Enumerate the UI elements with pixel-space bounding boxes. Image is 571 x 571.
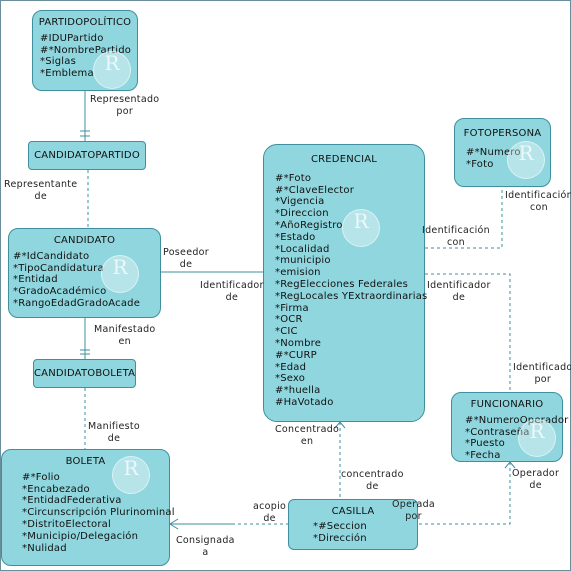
attribute: *Fecha (465, 450, 501, 462)
attribute: #HaVotado (275, 396, 334, 408)
attribute: *Entidad (13, 274, 58, 286)
attribute: *Puesto (465, 438, 505, 450)
attribute: *Dirección (313, 532, 367, 544)
attribute: *RegLocales YExtraordinarias (275, 290, 428, 302)
attribute: *Vigencia (275, 196, 325, 208)
watermark-logo: R (101, 255, 139, 293)
attribute: #*CURP (275, 349, 317, 361)
attribute: *Nombre (275, 337, 322, 349)
entity-candidatoboleta[interactable]: CANDIDATOBOLETA (33, 359, 136, 388)
attribute: *GradoAcadémico (13, 286, 107, 298)
attribute: #*NombrePartido (40, 44, 132, 56)
attribute: *Nulidad (22, 542, 67, 554)
attribute-list: *#Seccion *Dirección (289, 518, 417, 545)
entity-title: CANDIDATOPARTIDO (34, 150, 140, 161)
attribute: *Sexo (275, 373, 306, 385)
attribute: *emision (275, 267, 321, 279)
entity-fotopersona[interactable]: R FOTOPERSONA #*Numero *Foto (454, 118, 551, 187)
attribute: #*NumeroOperador (465, 414, 569, 426)
entity-casilla[interactable]: CASILLA *#Seccion *Dirección (288, 499, 418, 550)
attribute: *Direccion (275, 208, 329, 220)
attribute: #*huella (275, 385, 321, 397)
attribute: #IDUPartido (40, 32, 104, 44)
attribute: #*Numero (466, 146, 521, 158)
watermark-logo: R (518, 419, 556, 457)
attribute: *DistritoElectoral (22, 518, 111, 530)
attribute: *Estado (275, 231, 316, 243)
attribute: #*Folio (22, 471, 60, 483)
attribute: *municipio (275, 255, 331, 267)
watermark-logo: R (93, 51, 131, 89)
line-credencial-funcionario (425, 273, 511, 392)
attribute: *Municipio/Delegación (22, 530, 139, 542)
attribute: *Edad (275, 361, 307, 373)
entity-title: FUNCIONARIO (470, 399, 544, 410)
attribute: *Siglas (40, 56, 76, 68)
attribute-list: #IDUPartido #*NombrePartido *Siglas *Emb… (33, 29, 137, 80)
attribute: *Firma (275, 302, 309, 314)
entity-title: CANDIDATOBOLETA (34, 368, 136, 379)
attribute-list: #*Foto #*ClaveElector *Vigencia *Direcci… (264, 166, 428, 409)
entity-credencial[interactable]: R CREDENCIAL #*Foto #*ClaveElector *Vige… (263, 144, 428, 422)
entity-partidopolitico[interactable]: R PARTIDOPOLÍTICO #IDUPartido #*NombrePa… (32, 10, 138, 91)
attribute: *Emblema (40, 68, 94, 80)
attribute-list: #*NumeroOperador *Contraseña *Puesto *Fe… (452, 411, 569, 462)
entity-boleta[interactable]: R BOLETA #*Folio *Encabezado *EntidadFed… (1, 449, 175, 566)
attribute: *Circunscripción Plurinominal (22, 507, 175, 519)
line-funcionario-casilla (418, 462, 511, 525)
attribute: #*ClaveElector (275, 184, 355, 196)
attribute: *RangoEdadGradoAcade (13, 297, 141, 309)
entity-funcionario[interactable]: R FUNCIONARIO #*NumeroOperador *Contrase… (451, 392, 569, 462)
attribute-list: #*Folio *Encabezado *EntidadFederativa *… (2, 468, 175, 555)
attribute: *AñoRegistro (275, 219, 343, 231)
attribute: *Encabezado (22, 483, 90, 495)
attribute-list: #*Numero *Foto (455, 140, 550, 171)
watermark-logo: R (112, 456, 150, 494)
attribute: *#Seccion (313, 520, 367, 532)
watermark-logo: R (507, 141, 545, 179)
attribute: *Localidad (275, 243, 330, 255)
attribute: #*Foto (275, 172, 312, 184)
attribute: *OCR (275, 314, 303, 326)
entity-title: CREDENCIAL (310, 154, 378, 165)
attribute: *RegElecciones Federales (275, 278, 409, 290)
attribute: *CIC (275, 326, 298, 338)
entity-title: CASILLA (331, 506, 375, 517)
attribute: *TipoCandidatura (13, 262, 104, 274)
entity-title: FOTOPERSONA (463, 128, 542, 139)
attribute: #*IdCandidato (13, 250, 90, 262)
entity-title: BOLETA (65, 456, 106, 467)
entity-candidato[interactable]: R CANDIDATO #*IdCandidato *TipoCandidatu… (8, 228, 161, 318)
attribute: *Contraseña (465, 426, 530, 438)
attribute-list: #*IdCandidato *TipoCandidatura *Entidad … (9, 247, 160, 310)
attribute: *Foto (466, 158, 494, 170)
entity-title: PARTIDOPOLÍTICO (38, 17, 132, 28)
entity-title: CANDIDATO (53, 235, 116, 246)
attribute: *EntidadFederativa (22, 495, 122, 507)
entity-candidatopartido[interactable]: CANDIDATOPARTIDO (28, 141, 146, 170)
watermark-logo: R (342, 209, 380, 247)
line-credencial-fotopersona (425, 187, 503, 249)
